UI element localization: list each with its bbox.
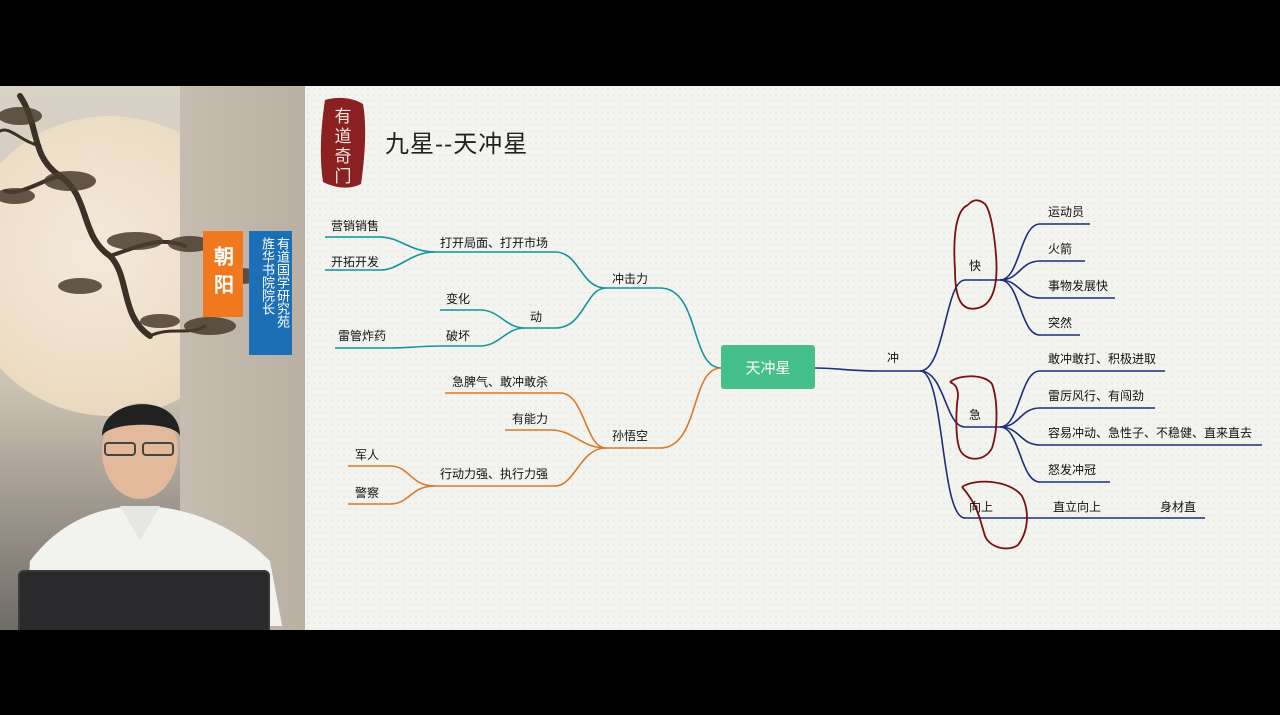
node-fazhankuai: 事物发展快	[1048, 279, 1109, 293]
presenter-name-badge: 朝阳	[203, 231, 243, 317]
seal-logo: 有 道 奇 门	[320, 97, 366, 188]
node-dong: 动	[530, 310, 543, 324]
handwritten-annotations	[949, 199, 1028, 550]
node-turan: 突然	[1048, 316, 1073, 330]
node-leili: 雷厉风行、有闯劲	[1048, 389, 1145, 403]
node-chongjili: 冲击力	[612, 272, 649, 286]
node-nufa: 怒发冲冠	[1048, 463, 1097, 477]
node-jipiqi: 急脾气、敢冲敢杀	[452, 375, 549, 389]
node-junren: 军人	[355, 448, 380, 462]
presenter-title-badge: 有道国学研究苑 旌华书院院长	[249, 231, 292, 355]
node-leiguan: 雷管炸药	[338, 329, 387, 343]
svg-text:道: 道	[335, 127, 352, 147]
presenter-video: 朝阳 有道国学研究苑 旌华书院院长	[0, 86, 305, 630]
node-gan-chong: 敢冲敢打、积极进取	[1048, 352, 1157, 366]
svg-text:门: 门	[335, 167, 352, 187]
svg-text:有: 有	[335, 107, 352, 127]
node-kaituo: 开拓开发	[331, 255, 380, 269]
node-younengli: 有能力	[512, 412, 549, 426]
node-kuai: 快	[969, 259, 982, 273]
node-xingdongli: 行动力强、执行力强	[440, 467, 549, 481]
node-ji: 急	[969, 408, 982, 422]
node-yundongyuan: 运动员	[1048, 205, 1085, 219]
node-rongyi: 容易冲动、急性子、不稳健、直来直去	[1048, 426, 1253, 440]
node-zhili: 直立向上	[1053, 500, 1102, 514]
svg-text:奇: 奇	[335, 147, 352, 167]
node-open-market: 打开局面、打开市场	[440, 236, 549, 250]
node-shencai: 身材直	[1160, 500, 1197, 514]
node-huojian: 火箭	[1048, 242, 1073, 256]
node-jingcha: 警察	[355, 486, 380, 500]
node-yingxiao: 营销销售	[331, 219, 380, 233]
node-sunwukong: 孙悟空	[612, 429, 649, 443]
node-xiangshang: 向上	[969, 500, 994, 514]
mindmap-center-node: 天冲星	[721, 345, 815, 389]
slide-title: 九星--天冲星	[385, 130, 529, 158]
node-chong: 冲	[887, 351, 900, 365]
laptop	[18, 570, 270, 630]
node-bianhua: 变化	[446, 292, 471, 306]
node-pohuai: 破坏	[446, 329, 471, 343]
